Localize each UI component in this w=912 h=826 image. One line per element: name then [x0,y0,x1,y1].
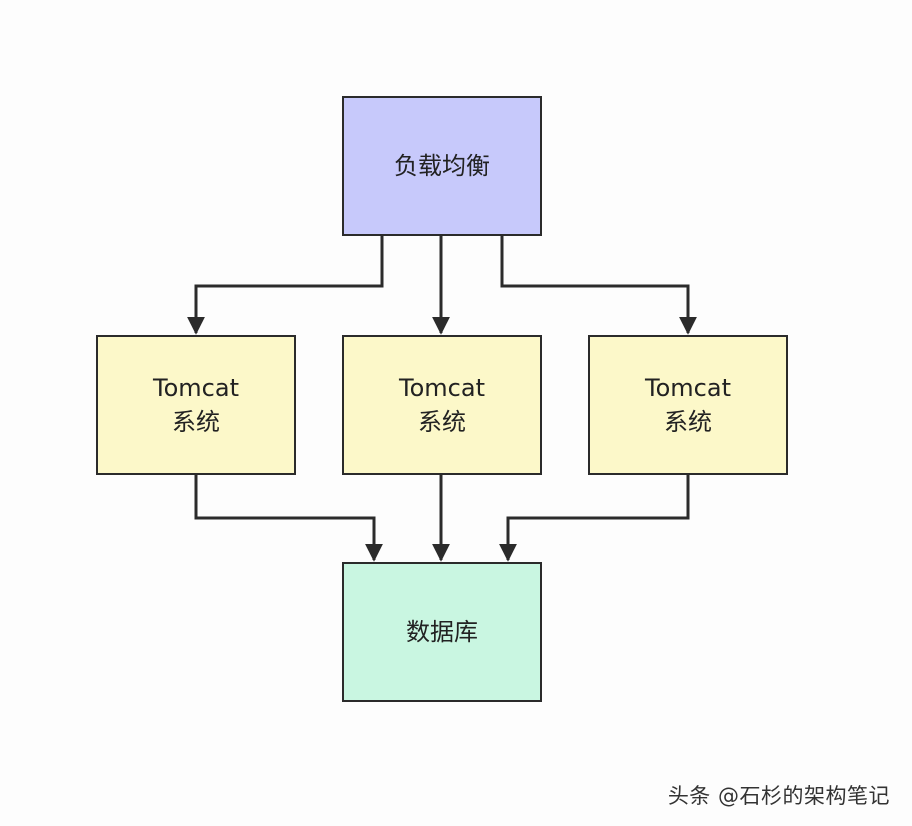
tomcat-3-title: Tomcat [645,374,731,402]
tomcat-3-subtitle: 系统 [664,408,712,436]
watermark-text: 头条 @石杉的架构笔记 [667,784,890,808]
tomcat-node-1: Tomcat 系统 [96,335,296,475]
tomcat-1-title: Tomcat [153,374,239,402]
edge-lb-to-tomcat-3 [500,236,697,335]
tomcat-1-subtitle: 系统 [172,408,220,436]
tomcat-node-3: Tomcat 系统 [588,335,788,475]
load-balancer-label: 负载均衡 [394,152,490,180]
edge-tomcat-1-to-db [194,475,383,562]
database-node: 数据库 [342,562,542,702]
edge-tomcat-3-to-db [499,475,690,562]
load-balancer-node: 负载均衡 [342,96,542,236]
database-label: 数据库 [406,618,478,646]
tomcat-2-subtitle: 系统 [418,408,466,436]
tomcat-2-title: Tomcat [399,374,485,402]
edge-lb-to-tomcat-1 [187,236,384,335]
tomcat-node-2: Tomcat 系统 [342,335,542,475]
